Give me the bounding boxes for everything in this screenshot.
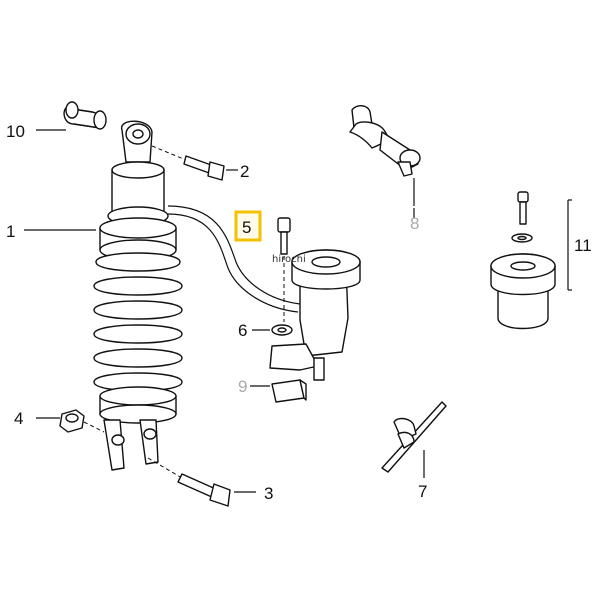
label-3: 3	[264, 484, 273, 503]
part-3-bolt	[147, 457, 231, 507]
label-9: 9	[238, 377, 247, 396]
watermark-text: hirochi	[272, 254, 306, 265]
leader-lines	[24, 129, 415, 493]
highlight-box-5	[234, 210, 262, 242]
part-1-shock-absorber	[93, 120, 301, 471]
part-8-clamp	[349, 105, 421, 206]
part-7-hose-clip	[381, 401, 447, 478]
label-1: 1	[6, 222, 15, 241]
label-2: 2	[240, 162, 249, 181]
label-6: 6	[238, 321, 247, 340]
label-5: 5	[242, 218, 251, 237]
reservoir-with-adjuster	[269, 249, 361, 381]
part-6-washer	[271, 324, 293, 336]
part-5-screw	[277, 217, 291, 322]
part-2-bolt	[151, 145, 225, 181]
label-7: 7	[418, 482, 427, 501]
label-10: 10	[6, 122, 25, 141]
label-4: 4	[14, 409, 23, 428]
part-11-adjuster	[490, 191, 572, 330]
part-10-bushing	[63, 101, 107, 130]
label-11: 11	[574, 236, 592, 255]
label-8: 8	[410, 214, 419, 233]
part-9-bracket	[271, 379, 307, 403]
part-4-nut	[59, 409, 105, 433]
